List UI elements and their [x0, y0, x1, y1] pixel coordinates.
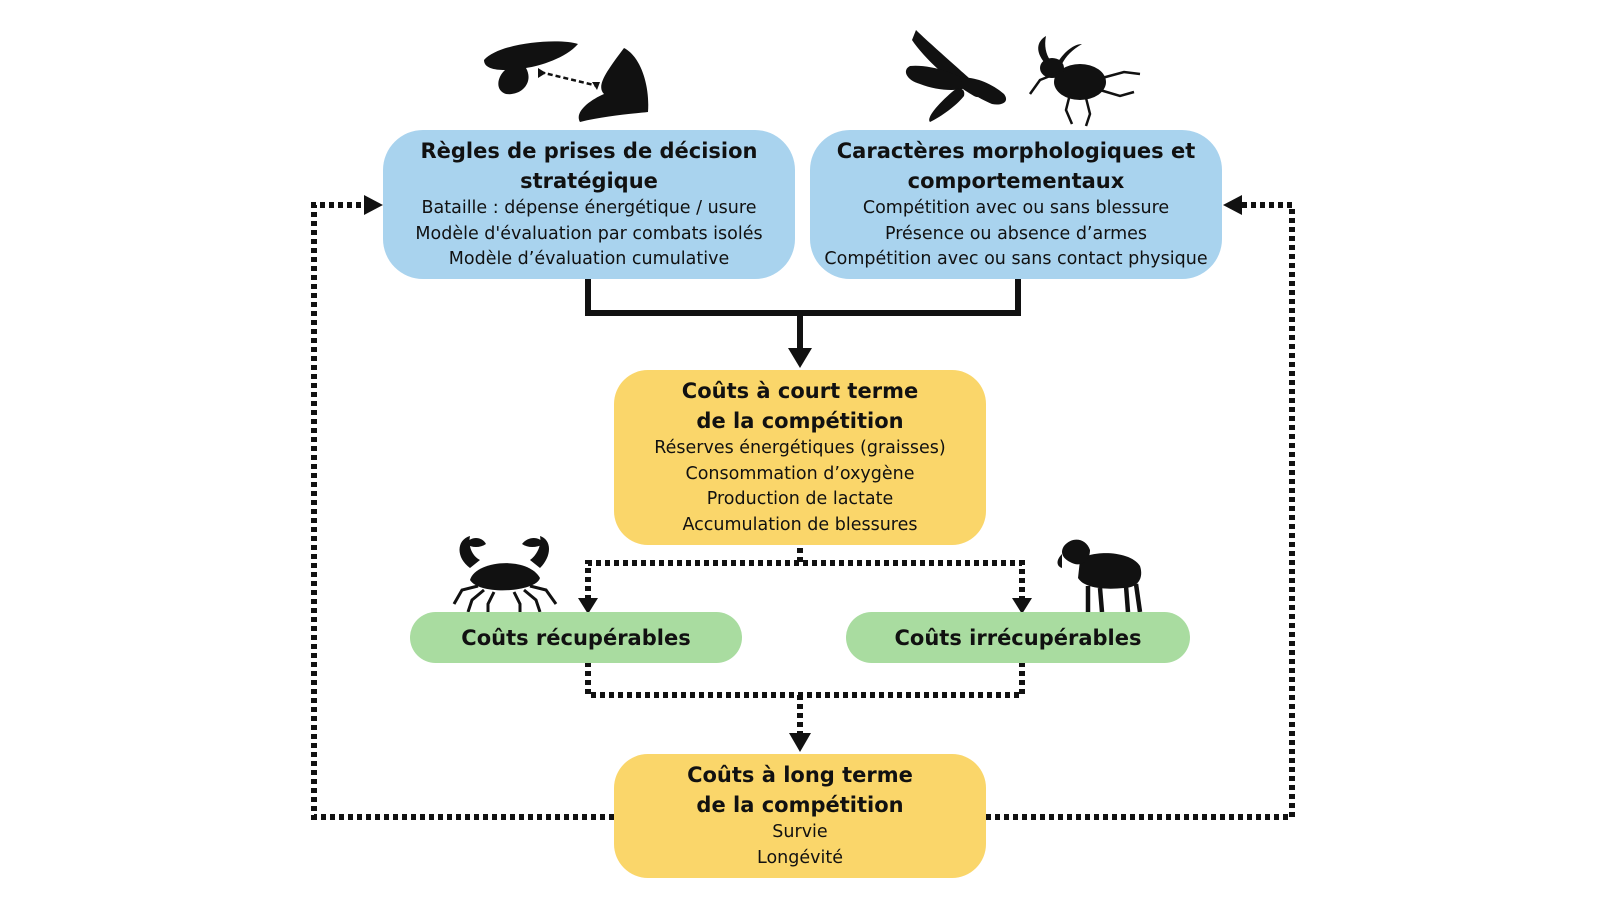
short-term-costs-box: Coûts à court terme de la compétition Ré… [614, 370, 986, 545]
solid-merge-connector [585, 278, 1021, 350]
short-term-costs-line: Accumulation de blessures [682, 514, 918, 535]
short-term-costs-line: Consommation d’oxygène [685, 463, 915, 484]
decision-rules-title: Règles de prises de décision stratégique [420, 139, 758, 193]
dotted-arrowhead-right [1012, 598, 1032, 614]
decision-rules-line: Modèle d'évaluation par combats isolés [415, 223, 763, 244]
crab-icon [452, 536, 558, 616]
dotted-arrowhead-left [578, 598, 598, 614]
decision-rules-box: Règles de prises de décision stratégique… [383, 130, 795, 279]
feedback-loop-right [986, 202, 1295, 820]
feedback-loop-left [311, 202, 614, 820]
long-term-costs-line: Survie [772, 822, 828, 842]
moth-pair-icon [484, 41, 649, 122]
dotted-merge-connector [585, 662, 1025, 735]
short-term-costs-line: Réserves énergétiques (graisses) [654, 438, 946, 458]
morphological-traits-line: Compétition avec ou sans blessure [862, 198, 1170, 218]
short-term-costs-line: Production de lactate [706, 489, 894, 509]
unrecoverable-costs-box: Coûts irrécupérables [846, 612, 1190, 663]
recoverable-costs-box: Coûts récupérables [410, 612, 742, 663]
feedback-arrowhead-left [364, 195, 383, 215]
decision-rules-line: Bataille : dépense énergétique / usure [421, 198, 757, 218]
feedback-arrowhead-right [1223, 195, 1242, 215]
recoverable-costs-title: Coûts récupérables [461, 625, 691, 650]
dragonfly-icon [905, 30, 1007, 122]
decision-rules-line: Modèle d’évaluation cumulative [448, 249, 730, 269]
unrecoverable-costs-title: Coûts irrécupérables [894, 625, 1142, 650]
morphological-traits-line: Présence ou absence d’armes [884, 223, 1148, 244]
dotted-split-connector [585, 548, 1025, 600]
sheep-icon [1057, 539, 1143, 613]
long-term-costs-title: Coûts à long terme de la compétition [687, 763, 913, 817]
morphological-traits-box: Caractères morphologiques et comportemen… [810, 130, 1222, 279]
dotted-arrowhead-down [789, 733, 811, 752]
long-term-costs-box: Coûts à long terme de la compétition Sur… [614, 754, 986, 878]
morphological-traits-title: Caractères morphologiques et comportemen… [836, 139, 1196, 193]
short-term-costs-title: Coûts à court terme de la compétition [681, 379, 919, 433]
long-term-costs-line: Longévité [757, 847, 843, 868]
beetle-icon [1028, 36, 1141, 127]
solid-arrowhead [788, 348, 812, 368]
morphological-traits-line: Compétition avec ou sans contact physiqu… [824, 249, 1208, 269]
